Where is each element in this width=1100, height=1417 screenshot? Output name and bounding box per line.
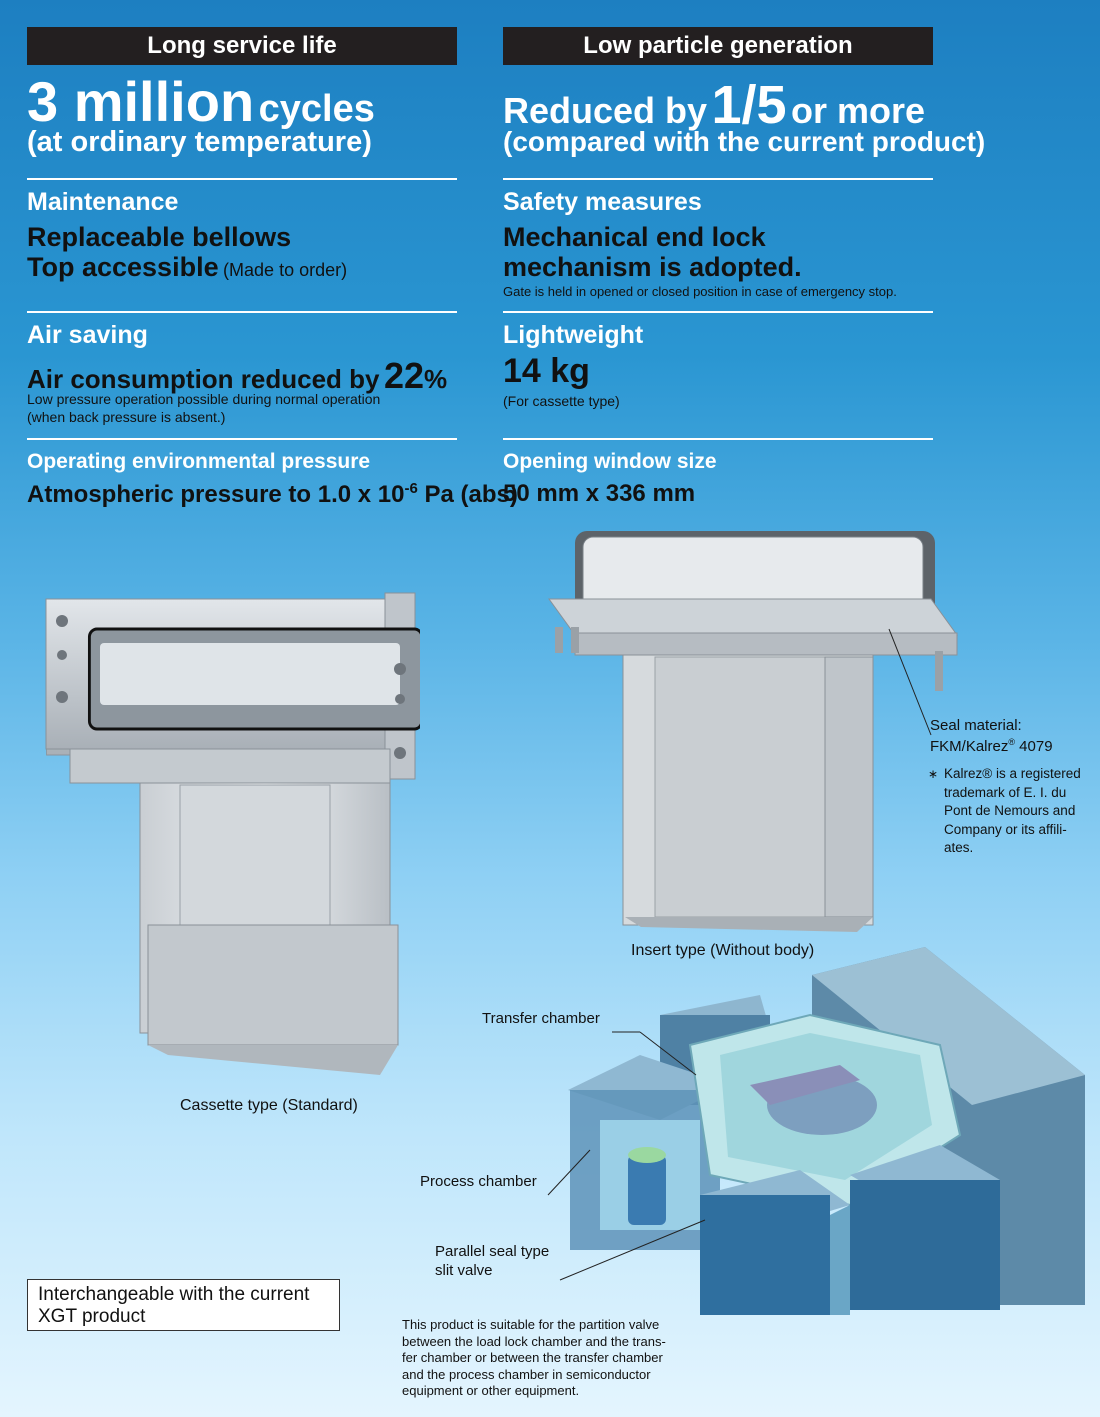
seal-grade: 4079 — [1015, 738, 1053, 755]
leader-line-slit-valve — [559, 1219, 706, 1281]
transfer-chamber-label: Transfer chamber — [482, 1010, 600, 1027]
safety-line2: mechanism is adopted. — [503, 252, 802, 282]
divider — [503, 311, 933, 313]
divider — [27, 311, 457, 313]
trademark-line: Kalrez® is a registered — [944, 766, 1081, 781]
air-saving-note-2: (when back pressure is absent.) — [27, 409, 226, 425]
insert-caption: Insert type (Without body) — [631, 942, 815, 959]
service-life-subtitle: (at ordinary temperature) — [27, 126, 372, 158]
interchangeable-note-box: Interchangeable with the current XGT pro… — [27, 1279, 340, 1331]
trademark-asterisk: ∗ — [928, 767, 939, 781]
seal-registered-mark: ® — [1008, 737, 1015, 747]
suitability-line: fer chamber or between the transfer cham… — [402, 1350, 663, 1365]
trademark-line: trademark of E. I. du — [944, 784, 1067, 800]
particle-subtitle: (compared with the current product) — [503, 126, 986, 157]
chamber-leader-lines — [547, 1031, 706, 1281]
air-saving-label: Air saving — [27, 321, 148, 349]
interchangeable-line-1: Interchangeable with the current — [38, 1284, 310, 1305]
suitability-line: equipment or other equipment. — [402, 1383, 580, 1398]
long-service-life-band: Long service life — [27, 27, 457, 65]
air-saving-text: Air consumption reduced by — [27, 364, 380, 394]
slit-valve-label-1: Parallel seal type — [435, 1243, 550, 1260]
maintenance-note: (Made to order) — [223, 260, 348, 280]
divider — [27, 178, 457, 180]
maintenance-line2: Top accessible (Made to order) — [27, 252, 347, 283]
service-life-number: 3 million — [27, 70, 255, 133]
air-saving-percent: 22 — [383, 355, 424, 396]
maintenance-label: Maintenance — [27, 188, 179, 216]
lightweight-label: Lightweight — [503, 321, 644, 349]
lightweight-value: 14 kg — [503, 352, 590, 390]
pressure-value: Atmospheric pressure to 1.0 x 10-6 Pa (a… — [27, 480, 518, 509]
window-value: 50 mm x 336 mm — [503, 480, 696, 507]
divider — [503, 438, 933, 440]
safety-line1: Mechanical end lock — [503, 222, 766, 252]
suitability-line: and the process chamber in semiconductor — [402, 1366, 651, 1382]
safety-note: Gate is held in opened or closed positio… — [503, 284, 897, 299]
process-chamber-label: Process chamber — [420, 1173, 537, 1190]
particle-headline-post: or more — [791, 90, 926, 131]
trademark-line: Pont de Nemours and — [944, 803, 1076, 818]
interchangeable-line-2: XGT product — [38, 1306, 146, 1327]
leader-line-transfer-diagonal — [639, 1031, 697, 1076]
cassette-caption: Cassette type (Standard) — [180, 1097, 358, 1114]
safety-label: Safety measures — [503, 188, 702, 216]
maintenance-line1: Replaceable bellows — [27, 222, 292, 252]
window-label: Opening window size — [503, 450, 717, 473]
pressure-exponent: -6 — [404, 480, 418, 497]
air-saving-main: Air consumption reduced by 22% — [27, 355, 447, 397]
trademark-note: Kalrez® is a registered trademark of E. … — [944, 765, 1094, 858]
low-particle-band: Low particle generation — [503, 27, 933, 65]
seal-material-label: Seal material: — [930, 717, 1022, 734]
cassette-type-valve-image — [45, 592, 420, 1075]
service-life-headline: 3 million cycles — [27, 74, 375, 130]
particle-headline-pre: Reduced by — [503, 90, 708, 131]
service-life-unit: cycles — [258, 88, 375, 130]
semiconductor-chamber-system-image — [568, 947, 1085, 1315]
trademark-line: Company or its affili- — [944, 821, 1067, 837]
suitability-line: between the load lock chamber and the tr… — [402, 1333, 666, 1349]
pressure-value-post: Pa (abs) — [417, 481, 518, 508]
divider — [503, 178, 933, 180]
slit-valve-label-2: slit valve — [435, 1262, 493, 1279]
divider — [27, 438, 457, 440]
particle-headline: Reduced by 1/5 or more — [503, 78, 925, 132]
air-saving-note-1: Low pressure operation possible during n… — [27, 391, 381, 407]
maintenance-top-accessible: Top accessible — [27, 252, 219, 282]
suitability-note: This product is suitable for the partiti… — [402, 1317, 702, 1400]
particle-headline-num: 1/5 — [711, 75, 787, 135]
leader-line-process — [547, 1149, 591, 1196]
pressure-value-pre: Atmospheric pressure to 1.0 x 10 — [27, 481, 405, 508]
pressure-label: Operating environmental pressure — [27, 450, 371, 473]
air-saving-percent-sign: % — [424, 364, 448, 394]
trademark-line: ates. — [944, 840, 974, 855]
seal-kalrez: FKM/Kalrez — [930, 738, 1009, 755]
suitability-line: This product is suitable for the partiti… — [402, 1317, 660, 1332]
insert-type-valve-image — [548, 531, 958, 932]
lightweight-note: (For cassette type) — [503, 393, 620, 409]
seal-material-value: FKM/Kalrez® 4079 — [930, 737, 1053, 755]
